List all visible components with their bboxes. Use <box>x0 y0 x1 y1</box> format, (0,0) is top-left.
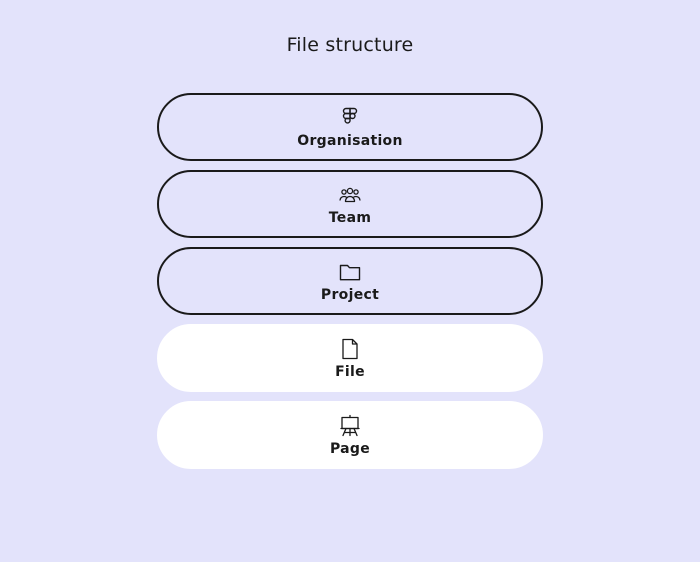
folder-icon <box>338 260 362 284</box>
hierarchy-stack: Organisation Team Project <box>157 93 543 478</box>
level-label: Organisation <box>297 132 403 149</box>
level-organisation: Organisation <box>157 93 543 161</box>
level-page: Page <box>157 401 543 469</box>
level-label: Page <box>329 440 371 457</box>
level-label: Project <box>320 286 380 303</box>
level-file: File <box>157 324 543 392</box>
easel-icon <box>338 414 362 438</box>
level-label: Team <box>328 209 372 226</box>
level-label: File <box>335 363 365 380</box>
file-icon <box>338 337 362 361</box>
figma-logo-icon <box>338 106 362 130</box>
diagram-title: File structure <box>286 34 414 56</box>
team-people-icon <box>338 183 362 207</box>
level-team: Team <box>157 170 543 238</box>
level-project: Project <box>157 247 543 315</box>
